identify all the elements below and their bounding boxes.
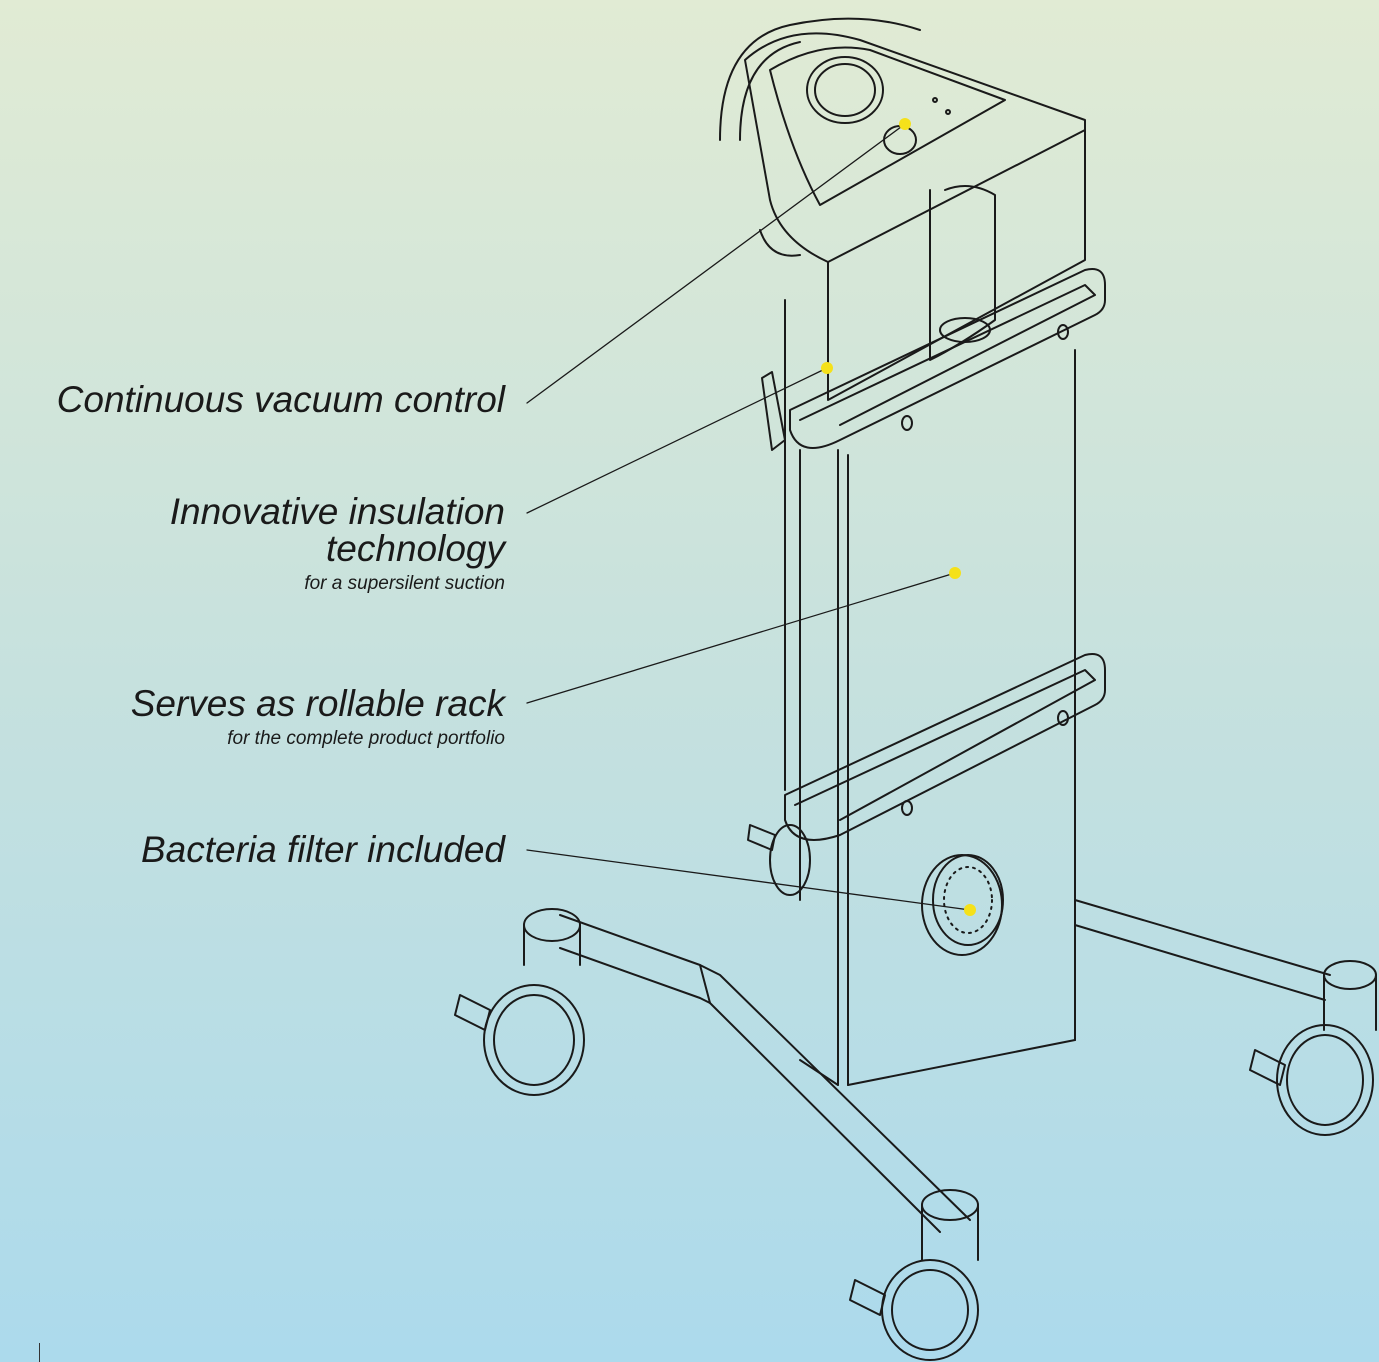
callout-subtitle: for the complete product portfolio (227, 728, 505, 749)
bacteria-filter (921, 854, 1004, 956)
callout-rollable-rack: Serves as rollable rack for the complete… (131, 685, 505, 752)
callout-subtitle: for a supersilent suction (304, 573, 505, 594)
leader-lines (526, 123, 971, 911)
column (784, 299, 1076, 1086)
corner-tick-mark (39, 1343, 40, 1362)
lower-bracket (784, 653, 1106, 841)
caster-right (1249, 960, 1377, 1136)
callout-title-line2: technology (326, 528, 505, 569)
caster-left (454, 908, 585, 1096)
callout-markers (821, 118, 976, 916)
base-legs (559, 899, 1331, 1233)
callout-title: Innovative insulation (169, 491, 505, 532)
caster-back (747, 824, 811, 896)
marker-rollable-rack (949, 567, 961, 579)
callout-title: Continuous vacuum control (56, 379, 505, 420)
caster-bottom (849, 1189, 979, 1361)
upper-bracket (761, 268, 1106, 451)
marker-vacuum-control (899, 118, 911, 130)
callout-vacuum-control: Continuous vacuum control (57, 381, 505, 418)
callout-title: Bacteria filter included (140, 829, 505, 870)
suction-unit-head (719, 17, 1086, 401)
callout-title: Serves as rollable rack (130, 683, 505, 724)
callout-bacteria-filter: Bacteria filter included (141, 831, 505, 868)
marker-bacteria-filter (964, 904, 976, 916)
callout-insulation: Innovative insulation technology for a s… (170, 493, 505, 597)
marker-insulation (821, 362, 833, 374)
